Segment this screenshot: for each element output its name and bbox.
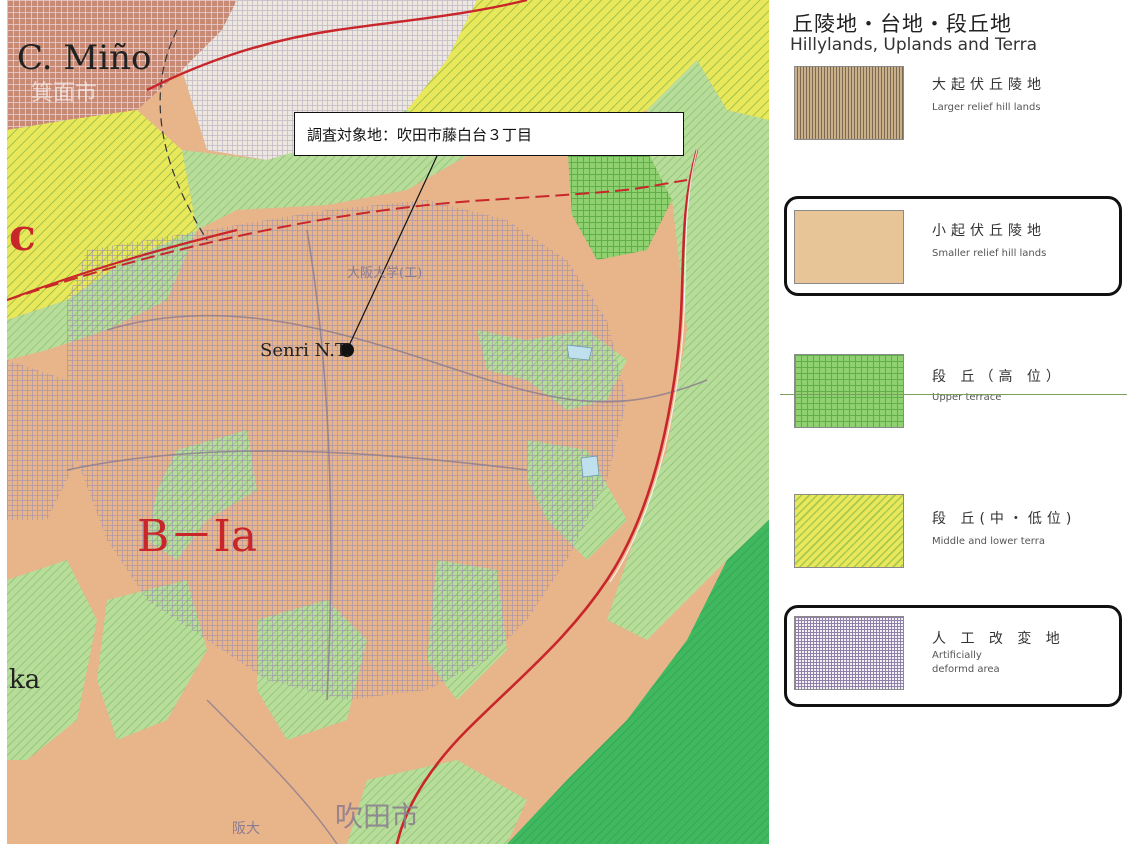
label-city-faint: 箕面市 xyxy=(31,81,98,106)
legend-label-jp: 小起伏丘陵地 xyxy=(932,223,1046,239)
legend-item-larger-relief: 大起伏丘陵地 Larger relief hill lands xyxy=(780,66,1127,156)
road-grey-4 xyxy=(206,699,338,844)
legend-label-jp: 段 丘（高 位） xyxy=(932,369,1065,385)
swatch-smaller-relief xyxy=(794,210,904,284)
legend-label-en: Upper terrace xyxy=(932,392,1002,403)
legend-item-upper-terrace: 段 丘（高 位） Upper terrace xyxy=(780,354,1127,444)
legend-heading-en: Hillylands, Uplands and Terra xyxy=(790,35,1038,55)
label-zone-code: B－Ia xyxy=(137,511,257,562)
highlight-artificial-deformed xyxy=(784,605,1122,707)
legend-divider-line xyxy=(780,394,1127,395)
boundary-dashed xyxy=(159,29,208,241)
legend-label-en: Smaller relief hill lands xyxy=(932,248,1047,259)
label-ka: ka xyxy=(9,665,41,695)
label-bottom-small: 阪大 xyxy=(232,821,260,837)
survey-site-callout: 調査対象地：吹田市藤白台３丁目 xyxy=(294,112,684,156)
legend-label-en-2: deformd area xyxy=(932,664,1000,675)
road-grey-3 xyxy=(306,229,332,701)
callout-text: 調査対象地：吹田市藤白台３丁目 xyxy=(307,125,533,144)
label-university: 大阪大学(工) xyxy=(347,266,423,281)
swatch-upper-terrace xyxy=(794,354,904,428)
road-grey-2 xyxy=(66,450,528,471)
highlight-smaller-relief xyxy=(784,196,1122,296)
railway-dashed xyxy=(7,179,688,301)
artificial-deformed-west xyxy=(7,360,77,520)
map-legend: 丘陵地・台地・段丘地 Hillylands, Uplands and Terra… xyxy=(780,0,1127,844)
swatch-middle-lower-terrace xyxy=(794,494,904,568)
legend-item-artificial-deformed: 人 工 改 変 地 Artificially deformd area xyxy=(780,616,1127,706)
callout-leader-line xyxy=(346,155,438,351)
legend-heading-jp: 丘陵地・台地・段丘地 xyxy=(792,12,1012,36)
pond-1 xyxy=(566,344,593,361)
label-suita-city: 吹田市 xyxy=(335,800,420,833)
road-red-north xyxy=(146,0,528,92)
swatch-larger-relief xyxy=(794,66,904,140)
legend-item-middle-lower-terrace: 段 丘(中・低位) Middle and lower terra xyxy=(780,494,1127,584)
legend-label-en: Larger relief hill lands xyxy=(932,102,1041,113)
road-grey-1 xyxy=(106,314,708,403)
label-letter-c: c xyxy=(9,210,36,261)
legend-label-jp: 大起伏丘陵地 xyxy=(932,77,1046,93)
urban-area-mino xyxy=(7,0,237,130)
highway-edge xyxy=(609,149,698,583)
road-red-west xyxy=(7,228,238,302)
built-grid-top xyxy=(182,0,477,160)
artificial-deformed-area xyxy=(67,200,627,700)
geology-map[interactable]: C. Miño 箕面市 c Senri N.T. 大阪大学(工) B－Ia ka… xyxy=(7,0,769,844)
legend-label-jp: 段 丘(中・低位) xyxy=(932,511,1077,527)
swatch-artificial-deformed xyxy=(794,616,904,690)
legend-label-jp: 人 工 改 変 地 xyxy=(932,631,1065,647)
label-cape-mino: C. Miño xyxy=(17,38,152,78)
green-terrace-east xyxy=(607,60,769,640)
road-red-east xyxy=(395,149,699,844)
dark-green-area xyxy=(507,520,769,844)
legend-item-smaller-relief: 小起伏丘陵地 Smaller relief hill lands xyxy=(780,210,1127,300)
site-marker[interactable] xyxy=(340,343,354,357)
upper-terrace-patch xyxy=(567,140,672,260)
green-valley-8 xyxy=(347,760,527,844)
legend-label-en-1: Artificially xyxy=(932,650,982,661)
green-valley-5 xyxy=(7,560,97,760)
legend-label-en: Middle and lower terra xyxy=(932,536,1045,547)
label-senri: Senri N.T. xyxy=(260,340,351,361)
yellow-terrace-left xyxy=(7,110,197,320)
pond-2 xyxy=(580,455,600,478)
